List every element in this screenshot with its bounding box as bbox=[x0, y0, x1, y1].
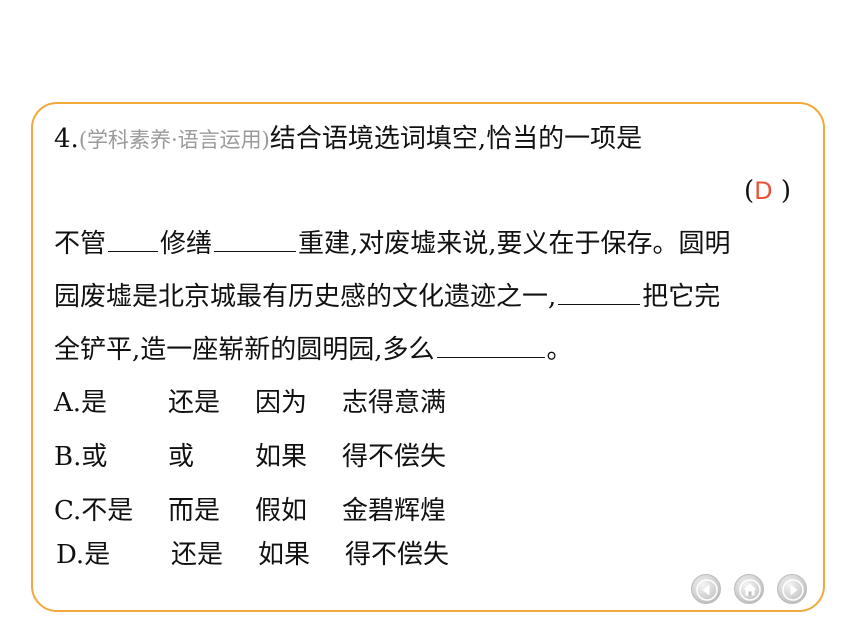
passage-line-1: 不管修缮重建,对废墟来说,要义在于保存。圆明 bbox=[54, 229, 731, 259]
option-b-word-3: 如果 bbox=[255, 442, 308, 472]
option-c-word-2: 而是 bbox=[168, 496, 221, 526]
option-c-word-4: 金碧辉煌 bbox=[342, 496, 447, 526]
option-d-word-2: 还是 bbox=[171, 540, 224, 570]
arrow-right-icon bbox=[782, 579, 804, 601]
blank-1 bbox=[108, 229, 159, 252]
option-a-word-2: 还是 bbox=[168, 388, 221, 418]
option-c: C.不是 bbox=[54, 496, 134, 526]
blank-2 bbox=[214, 229, 297, 252]
option-a-word-4: 志得意满 bbox=[342, 388, 447, 418]
blank-4 bbox=[436, 335, 545, 358]
answer-letter: D bbox=[754, 177, 773, 205]
home-button[interactable] bbox=[734, 574, 764, 604]
option-c-word-3: 假如 bbox=[255, 496, 308, 526]
option-a-word-3: 因为 bbox=[255, 388, 308, 418]
question-card bbox=[31, 102, 825, 612]
question-tag: (学科素养·语言运用) bbox=[78, 128, 270, 152]
question-header: 4.(学科素养·语言运用)结合语境选词填空,恰当的一项是 bbox=[54, 124, 642, 155]
prev-button[interactable] bbox=[691, 574, 721, 604]
option-d: D.是 bbox=[56, 540, 111, 570]
arrow-left-icon bbox=[696, 579, 718, 601]
passage-line-3: 全铲平,造一座崭新的圆明园,多么。 bbox=[54, 335, 573, 365]
question-prompt: 结合语境选词填空,恰当的一项是 bbox=[269, 124, 643, 154]
question-number: 4. bbox=[54, 124, 79, 154]
option-d-word-4: 得不偿失 bbox=[345, 540, 450, 570]
option-d-word-3: 如果 bbox=[258, 540, 311, 570]
answer-bracket: (D ) bbox=[744, 176, 792, 206]
option-a: A.是 bbox=[54, 388, 108, 418]
passage-line-2: 园废墟是北京城最有历史感的文化遗迹之一,把它完 bbox=[54, 282, 721, 312]
option-b: B.或 bbox=[54, 442, 108, 472]
option-b-word-4: 得不偿失 bbox=[342, 442, 447, 472]
next-button[interactable] bbox=[777, 574, 807, 604]
blank-3 bbox=[558, 282, 641, 305]
option-b-word-2: 或 bbox=[168, 442, 195, 472]
home-icon bbox=[739, 579, 761, 601]
